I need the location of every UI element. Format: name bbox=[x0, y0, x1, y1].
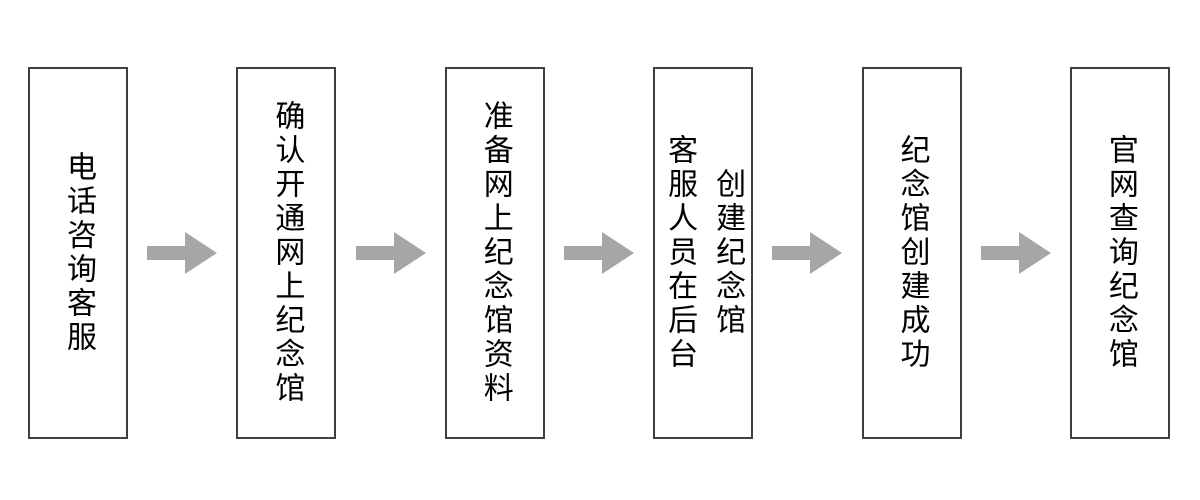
arrow-shaft bbox=[147, 246, 186, 260]
flow-step-5-box: 纪念馆创建成功 bbox=[861, 67, 962, 439]
arrow-head bbox=[393, 232, 426, 274]
flowchart: 电话咨询客服 确认开通网上纪念馆 准备网上纪念馆资料 客服人员在后台 创建纪念馆 bbox=[28, 67, 1170, 439]
flow-step-3-label: 准备网上纪念馆资料 bbox=[478, 100, 512, 406]
flow-step-6-box: 官网查询纪念馆 bbox=[1069, 67, 1170, 439]
flow-step-2-box: 确认开通网上纪念馆 bbox=[236, 67, 337, 439]
flow-step-6-label: 官网查询纪念馆 bbox=[1103, 134, 1137, 372]
arrow-head bbox=[185, 232, 218, 274]
right-arrow-icon bbox=[563, 232, 634, 274]
flow-step-1-label: 电话咨询客服 bbox=[62, 151, 95, 355]
right-arrow-icon bbox=[772, 232, 843, 274]
arrow-head bbox=[601, 232, 634, 274]
flow-step-3-box: 准备网上纪念馆资料 bbox=[444, 67, 545, 439]
arrow-shaft bbox=[772, 246, 811, 260]
flow-step-5-label: 纪念馆创建成功 bbox=[895, 134, 929, 372]
flow-step-2-label: 确认开通网上纪念馆 bbox=[270, 100, 304, 406]
arrow-shaft bbox=[355, 246, 394, 260]
right-arrow-icon bbox=[147, 232, 218, 274]
arrow-head bbox=[1018, 232, 1051, 274]
right-arrow-icon bbox=[980, 232, 1051, 274]
flow-step-4-box: 客服人员在后台 创建纪念馆 bbox=[653, 67, 754, 439]
arrow-head bbox=[810, 232, 843, 274]
arrow-shaft bbox=[980, 246, 1019, 260]
arrow-shaft bbox=[563, 246, 602, 260]
flow-step-4-label: 客服人员在后台 创建纪念馆 bbox=[663, 134, 745, 372]
right-arrow-icon bbox=[355, 232, 426, 274]
flow-step-1-box: 电话咨询客服 bbox=[28, 67, 128, 439]
